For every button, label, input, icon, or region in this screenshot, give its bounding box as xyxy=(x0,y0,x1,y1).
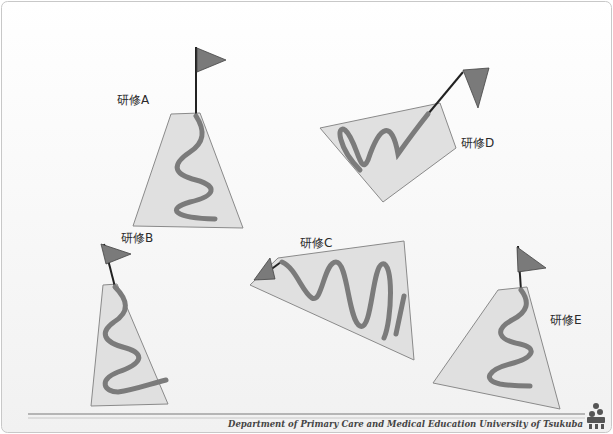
training-label: 研修C xyxy=(300,236,332,250)
mountain-d xyxy=(320,68,489,202)
training-label: 研修B xyxy=(121,231,153,245)
footer-rule xyxy=(28,418,585,419)
mountain-c xyxy=(250,241,414,360)
footer-rule xyxy=(28,413,585,415)
training-label: 研修A xyxy=(117,93,149,107)
university-logo xyxy=(587,403,605,429)
footer-text: Department of Primary Care and Medical E… xyxy=(228,419,583,429)
mountain-e xyxy=(433,246,560,409)
mountain-b xyxy=(91,244,168,406)
training-label: 研修E xyxy=(550,313,582,327)
mountain-a xyxy=(133,47,243,228)
training-label: 研修D xyxy=(461,136,494,150)
